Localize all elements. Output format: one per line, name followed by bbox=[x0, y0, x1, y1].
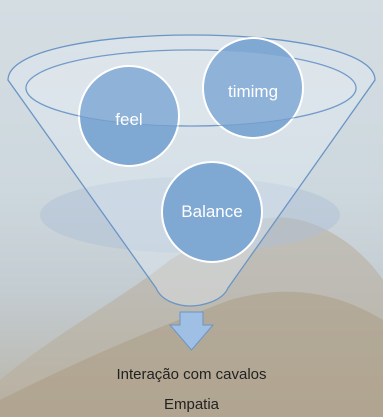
caption-line-1: Interação com cavalos bbox=[116, 366, 267, 383]
caption-line-2: Empatia bbox=[163, 396, 220, 413]
circle-label-feel: feel bbox=[115, 110, 143, 129]
circle-label-timimg: timimg bbox=[227, 82, 279, 101]
down-arrow-icon bbox=[168, 311, 215, 351]
circle-timimg bbox=[202, 37, 304, 139]
circle-balance bbox=[161, 161, 263, 263]
circle-label-balance: Balance bbox=[181, 202, 243, 221]
